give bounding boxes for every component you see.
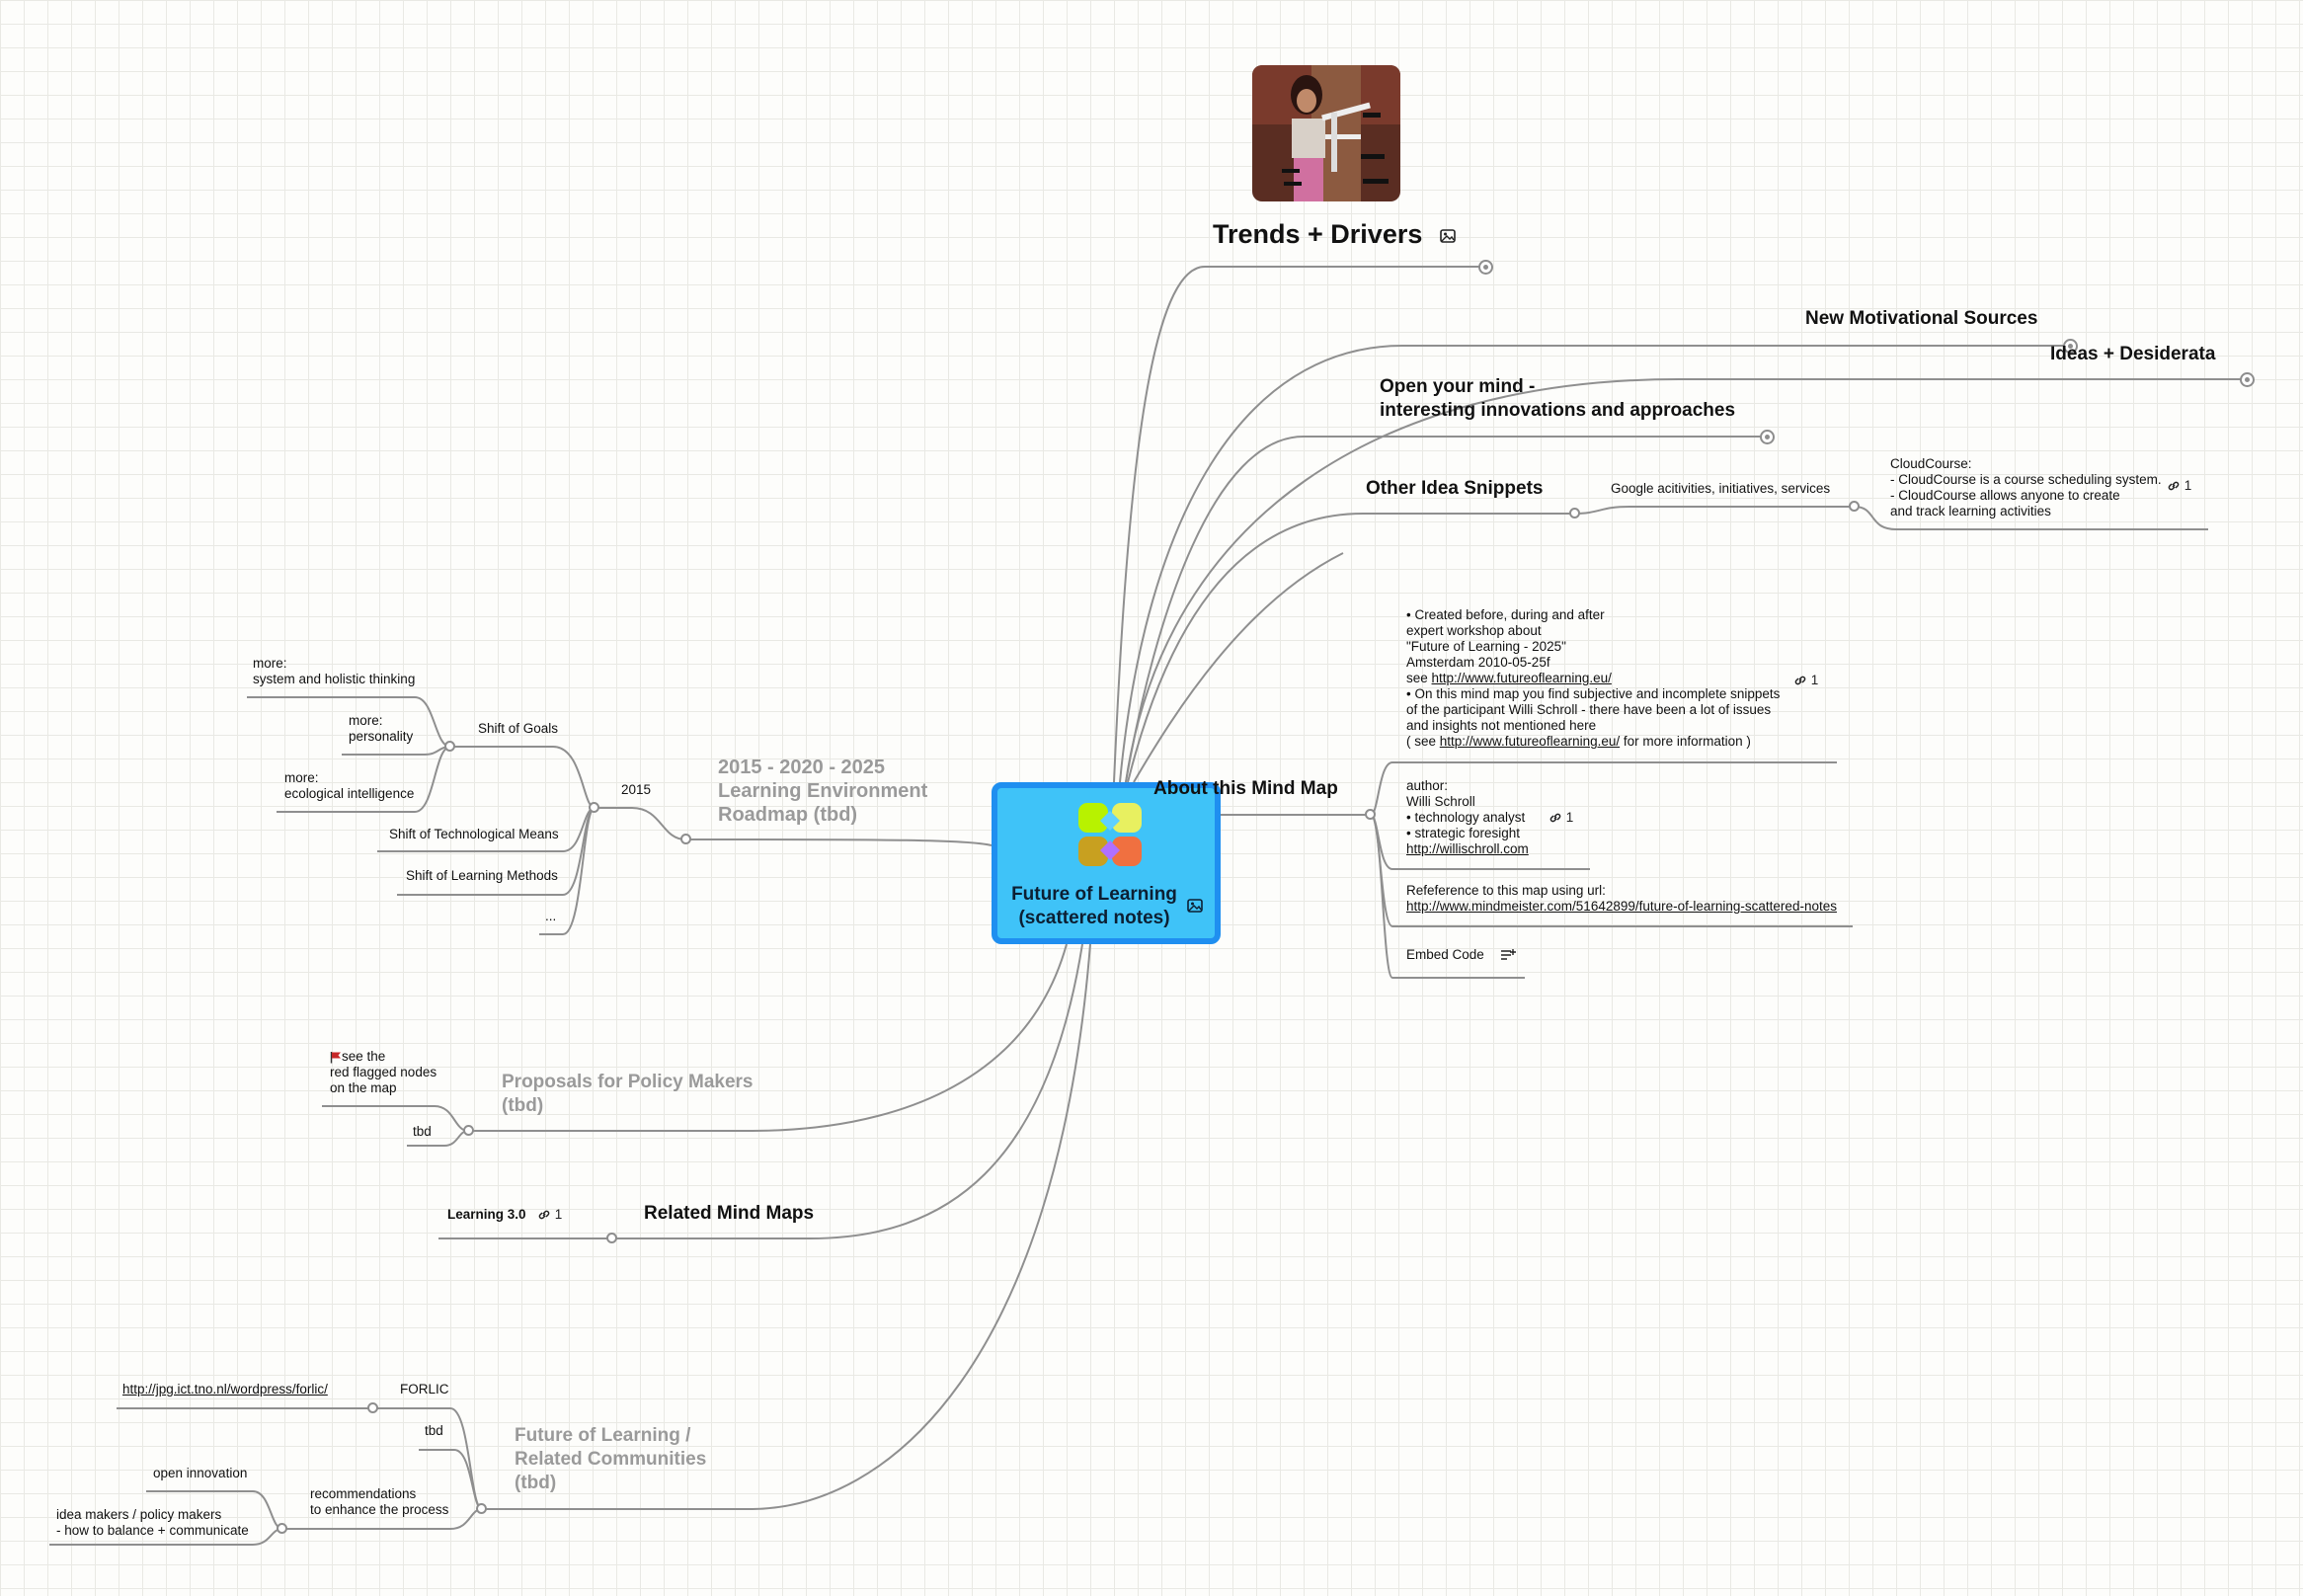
idea-makers-node[interactable]: idea makers / policy makers - how to bal… (56, 1507, 249, 1539)
link-icon (2167, 479, 2181, 493)
branch-hub[interactable] (680, 834, 691, 844)
branch-hub[interactable] (476, 1503, 487, 1514)
other-idea-snippets-node[interactable]: Other Idea Snippets (1366, 476, 1543, 501)
branch-hub[interactable] (463, 1125, 474, 1136)
recommendations-node[interactable]: recommendations to enhance the process (310, 1486, 448, 1518)
image-icon[interactable] (1187, 899, 1203, 913)
mindmap-logo-icon (1076, 801, 1144, 870)
goal-item-system-thinking[interactable]: more: system and holistic thinking (253, 656, 415, 687)
collapse-toggle-trends[interactable] (1478, 260, 1493, 275)
trends-image[interactable] (1252, 65, 1400, 201)
futureoflearning-link[interactable]: http://www.futureoflearning.eu/ (1440, 734, 1620, 749)
about-author-node[interactable]: author: Willi Schroll • technology analy… (1406, 778, 1529, 857)
related-mind-maps-node[interactable]: Related Mind Maps (644, 1201, 814, 1226)
open-innovation-node[interactable]: open innovation (153, 1466, 247, 1481)
link-icon (537, 1208, 551, 1222)
branch-hub[interactable] (606, 1233, 617, 1243)
goal-item-personality[interactable]: more: personality (349, 713, 413, 745)
willischroll-link[interactable]: http://willischroll.com (1406, 841, 1529, 857)
mindmeister-link[interactable]: http://www.mindmeister.com/51642899/futu… (1406, 899, 1837, 915)
about-mind-map-node[interactable]: About this Mind Map (1153, 776, 1338, 801)
root-node[interactable]: Future of Learning (scattered notes) (992, 782, 1221, 944)
google-activities-node[interactable]: Google acitivities, initiatives, service… (1611, 481, 1830, 497)
branch-hub[interactable] (277, 1523, 287, 1534)
ideas-desiderata-node[interactable]: Ideas + Desiderata (2050, 342, 2215, 366)
image-icon[interactable] (1440, 229, 1456, 243)
about-created-node[interactable]: • Created before, during and after exper… (1406, 607, 1780, 750)
forlic-link[interactable]: http://jpg.ict.tno.nl/wordpress/forlic/ (122, 1382, 328, 1397)
more-items-node[interactable]: ... (545, 909, 556, 924)
shift-tech-means-node[interactable]: Shift of Technological Means (389, 827, 559, 842)
embed-code-node[interactable]: Embed Code (1406, 947, 1516, 963)
link-badge[interactable]: 1 (537, 1207, 562, 1222)
branch-hub[interactable] (1849, 501, 1860, 512)
link-badge[interactable]: 1 (1549, 810, 1573, 825)
learning-3-node[interactable]: Learning 3.0 (447, 1207, 526, 1223)
shift-of-goals-node[interactable]: Shift of Goals (478, 721, 558, 737)
root-title: Future of Learning (scattered notes) (997, 883, 1191, 930)
link-badge[interactable]: 1 (2167, 478, 2191, 493)
communities-tbd-node[interactable]: tbd (425, 1423, 443, 1439)
link-badge[interactable]: 1 (1793, 673, 1818, 687)
red-flag-note-node[interactable]: see the red flagged nodes on the map (330, 1049, 437, 1096)
goal-item-ecological-intelligence[interactable]: more: ecological intelligence (284, 770, 414, 802)
branch-hub[interactable] (1569, 508, 1580, 519)
policy-makers-node[interactable]: Proposals for Policy Makers (tbd) (502, 1071, 754, 1118)
workshop-photo (1252, 65, 1400, 201)
futureoflearning-link[interactable]: http://www.futureoflearning.eu/ (1432, 671, 1612, 685)
about-reference-node[interactable]: Refeference to this map using url: http:… (1406, 883, 1837, 915)
branch-hub[interactable] (444, 741, 455, 752)
shift-learning-methods-node[interactable]: Shift of Learning Methods (406, 868, 558, 884)
trends-drivers-node[interactable]: Trends + Drivers (1213, 219, 1456, 249)
link-icon (1549, 811, 1562, 825)
open-your-mind-node[interactable]: Open your mind - interesting innovations… (1380, 375, 1735, 423)
collapse-toggle-open-mind[interactable] (1760, 430, 1775, 444)
link-icon (1793, 674, 1807, 687)
forlic-node[interactable]: FORLIC (400, 1382, 449, 1397)
related-communities-node[interactable]: Future of Learning / Related Communities… (515, 1424, 706, 1495)
branch-hub[interactable] (1365, 809, 1376, 820)
collapse-toggle-ideas[interactable] (2240, 372, 2255, 387)
red-flag-icon (330, 1051, 342, 1064)
policy-tbd-node[interactable]: tbd (413, 1124, 432, 1140)
roadmap-node[interactable]: 2015 - 2020 - 2025 Learning Environment … (718, 756, 927, 827)
year-2015-node[interactable]: 2015 (621, 782, 651, 798)
note-icon[interactable] (1500, 948, 1516, 962)
cloudcourse-node[interactable]: CloudCourse: - CloudCourse is a course s… (1890, 456, 2162, 519)
branch-hub[interactable] (589, 802, 599, 813)
branch-hub[interactable] (367, 1402, 378, 1413)
new-motivational-sources-node[interactable]: New Motivational Sources (1805, 306, 2037, 331)
